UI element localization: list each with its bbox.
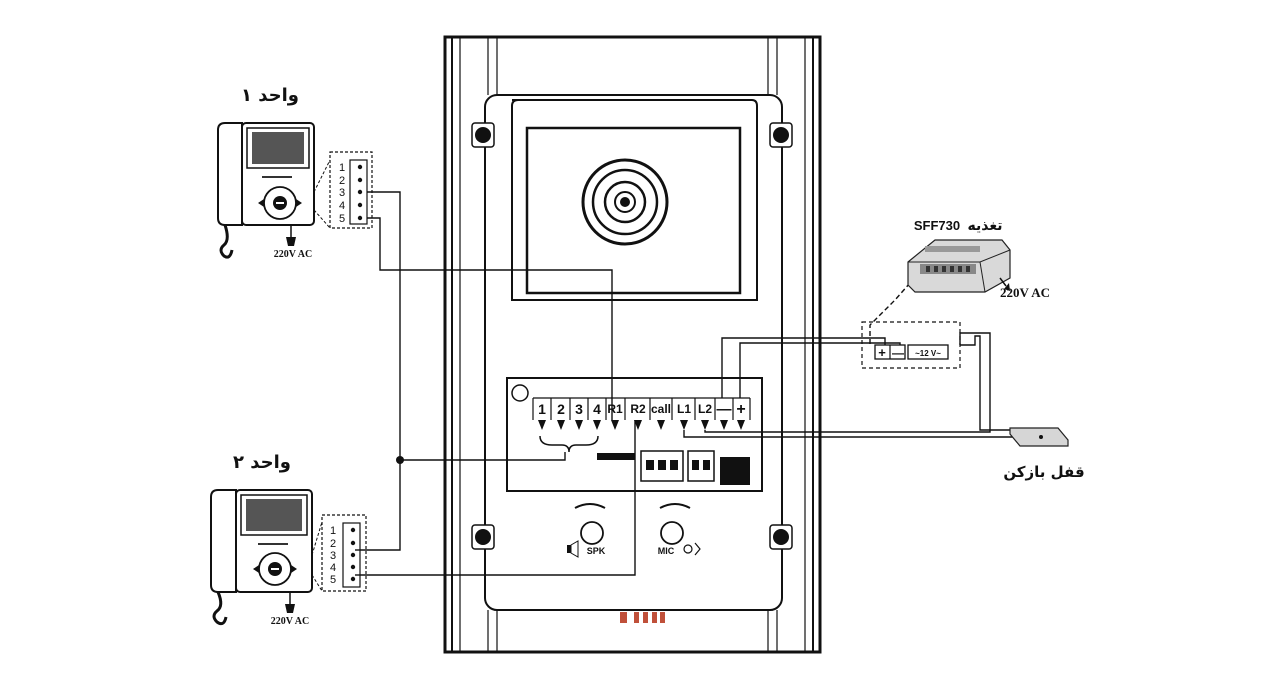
unit-1-pin-4: 4 [339,200,345,212]
unit-1-pin-3: 3 [339,187,345,199]
terminal-l2: L2 [698,402,712,416]
terminal-3: 3 [575,401,583,417]
door-panel [443,35,822,654]
terminal-strip: 1 2 3 4 R1 R2 call L1 L2 — + [532,397,751,453]
terminal-minus: — [717,401,732,418]
terminal-2: 2 [557,401,565,417]
unit-1-label: واحد ۱ [241,85,299,106]
lock-label: قفل بازکن [1003,463,1084,481]
speaker-icon [567,503,606,558]
power-supply-terminals: + — ~12 V~ [861,321,961,369]
unit-2-label: واحد ۲ [233,452,291,473]
microphone-icon [659,503,701,556]
unit-1-terminal-block: 1 2 3 4 5 [329,151,373,229]
power-supply-input: 220V AC [1000,285,1050,300]
power-supply [907,239,1011,293]
terminal-plus: + [736,401,745,418]
unit-1-pin-2: 2 [339,175,345,187]
screw-icon [769,122,793,148]
mic-label: MIC [658,546,675,556]
power-supply-model: SFF730 [914,218,960,233]
unit-2-pin-5: 5 [330,574,336,586]
power-plug-icon [286,225,296,246]
power-supply-label: تغذیه [968,218,1003,234]
unit-2-pin-1: 1 [330,525,336,537]
wiring [360,191,1015,576]
unit-1-pin-5: 5 [339,213,345,225]
terminal-r2: R2 [630,402,646,416]
terminal-r1: R1 [607,402,623,416]
screw-icon [471,524,495,550]
unit-2-pin-4: 4 [330,562,336,574]
unit-2-power-label: 220V AC [271,616,309,627]
unit-2-monitor [210,489,313,626]
junction-dot [396,456,404,464]
terminal-l1: L1 [677,402,691,416]
control-button-icon [258,186,302,220]
unit-1-monitor [217,122,315,259]
power-supply-plus: + [878,345,886,360]
power-plug-icon [285,592,295,613]
unit-2-terminal-block: 1 2 3 4 5 [321,514,367,592]
speaker-label: SPK [587,546,606,556]
unit-2-pin-2: 2 [330,538,336,550]
unit-1-power-label: 220V AC [274,249,312,260]
terminal-call: call [651,402,671,416]
unit-2-pin-3: 3 [330,550,336,562]
terminal-4: 4 [593,401,601,417]
screw-icon [471,122,495,148]
door-lock [1009,427,1069,447]
camera-lens-icon [581,158,669,246]
terminal-1: 1 [538,401,546,417]
power-supply-output: ~12 V~ [915,349,941,358]
screw-icon [769,524,793,550]
unit-1-pin-1: 1 [339,162,345,174]
power-supply-minus: — [892,346,904,360]
control-button-icon [253,552,297,586]
